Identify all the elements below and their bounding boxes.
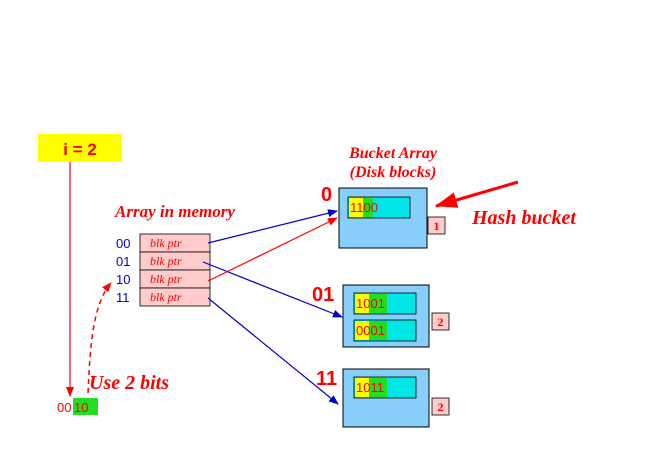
record-key-used: 01 — [370, 296, 384, 311]
record-used-bits-highlight — [363, 198, 373, 217]
record-key-prefix: 10 — [356, 380, 370, 395]
record-prefix-highlight — [349, 198, 363, 217]
bucket-array-title: Bucket Array — [348, 145, 438, 162]
memory-index: 00 — [116, 236, 130, 251]
pointer-arrow-00 — [207, 209, 338, 244]
record-used-bits-highlight — [369, 321, 387, 340]
memory-index: 10 — [116, 272, 130, 287]
record-key-suffix: 0 — [371, 200, 378, 215]
hash-bucket-label: Hash bucket — [471, 207, 577, 229]
memory-row: 00 blk ptr — [116, 233, 211, 253]
memory-array: 00 blk ptr 01 blk ptr 10 blk ptr 11 blk ptr — [116, 233, 211, 307]
record-prefix-highlight — [355, 378, 369, 397]
record: 1001 — [353, 292, 417, 315]
record-prefix-highlight — [355, 294, 369, 313]
pointer-arrow-01 — [202, 261, 343, 318]
local-depth-box — [431, 312, 450, 331]
block-pointer: blk ptr — [150, 236, 182, 250]
block-pointer: blk ptr — [150, 290, 182, 304]
local-depth-box — [431, 397, 450, 416]
pointer-arrow-11 — [207, 297, 339, 405]
record-used-bits-highlight — [369, 294, 387, 313]
record-key-used: 11 — [370, 380, 384, 395]
bucket-label: 11 — [316, 368, 337, 390]
local-depth-box — [427, 216, 446, 235]
record-key-prefix: 11 — [350, 200, 364, 215]
pointer-arrow-10 — [207, 217, 338, 282]
bucket-label: 0 — [321, 184, 332, 206]
record-prefix-highlight — [355, 321, 369, 340]
record-key-used: 0 — [364, 200, 371, 215]
block-pointer: blk ptr — [150, 272, 182, 286]
memory-array-title: Array in memory — [114, 202, 235, 221]
memory-index: 11 — [116, 290, 130, 305]
record-key-prefix: 10 — [356, 296, 370, 311]
memory-row: 11 blk ptr — [116, 287, 211, 307]
bucket-array-subtitle: (Disk blocks) — [350, 164, 437, 181]
key-prefix: 00 — [57, 400, 71, 415]
record-key-used: 01 — [370, 323, 384, 338]
example-key: 00 10 — [57, 398, 98, 415]
record-key: 1011 — [356, 380, 384, 395]
local-depth: 2 — [438, 400, 444, 414]
use-bits-label: Use 2 bits — [89, 372, 169, 394]
record-key-prefix: 00 — [356, 323, 370, 338]
record-key: 1001 — [356, 296, 385, 311]
global-depth-label: i = 2 — [63, 140, 97, 159]
memory-row: 10 blk ptr — [116, 269, 211, 289]
memory-index: 01 — [116, 254, 130, 269]
global-depth-box: i = 2 — [38, 134, 122, 162]
memory-row: 01 blk ptr — [116, 251, 211, 271]
bucket-label: 01 — [312, 284, 334, 306]
record-key: 1100 — [350, 200, 378, 215]
key-used-bits: 10 — [74, 400, 88, 415]
block-pointer: blk ptr — [150, 254, 182, 268]
record: 1100 — [347, 196, 411, 219]
memory-cell — [139, 287, 211, 307]
pointer-arrows — [202, 209, 343, 405]
use-bits-arrow — [87, 282, 112, 394]
record-used-bits-highlight — [369, 378, 387, 397]
local-depth: 2 — [438, 315, 444, 329]
record: 0001 — [353, 319, 417, 342]
local-depth: 1 — [434, 219, 440, 233]
hash-bucket-arrow — [435, 180, 519, 208]
record: 1011 — [353, 376, 417, 399]
record-key: 0001 — [356, 323, 385, 338]
